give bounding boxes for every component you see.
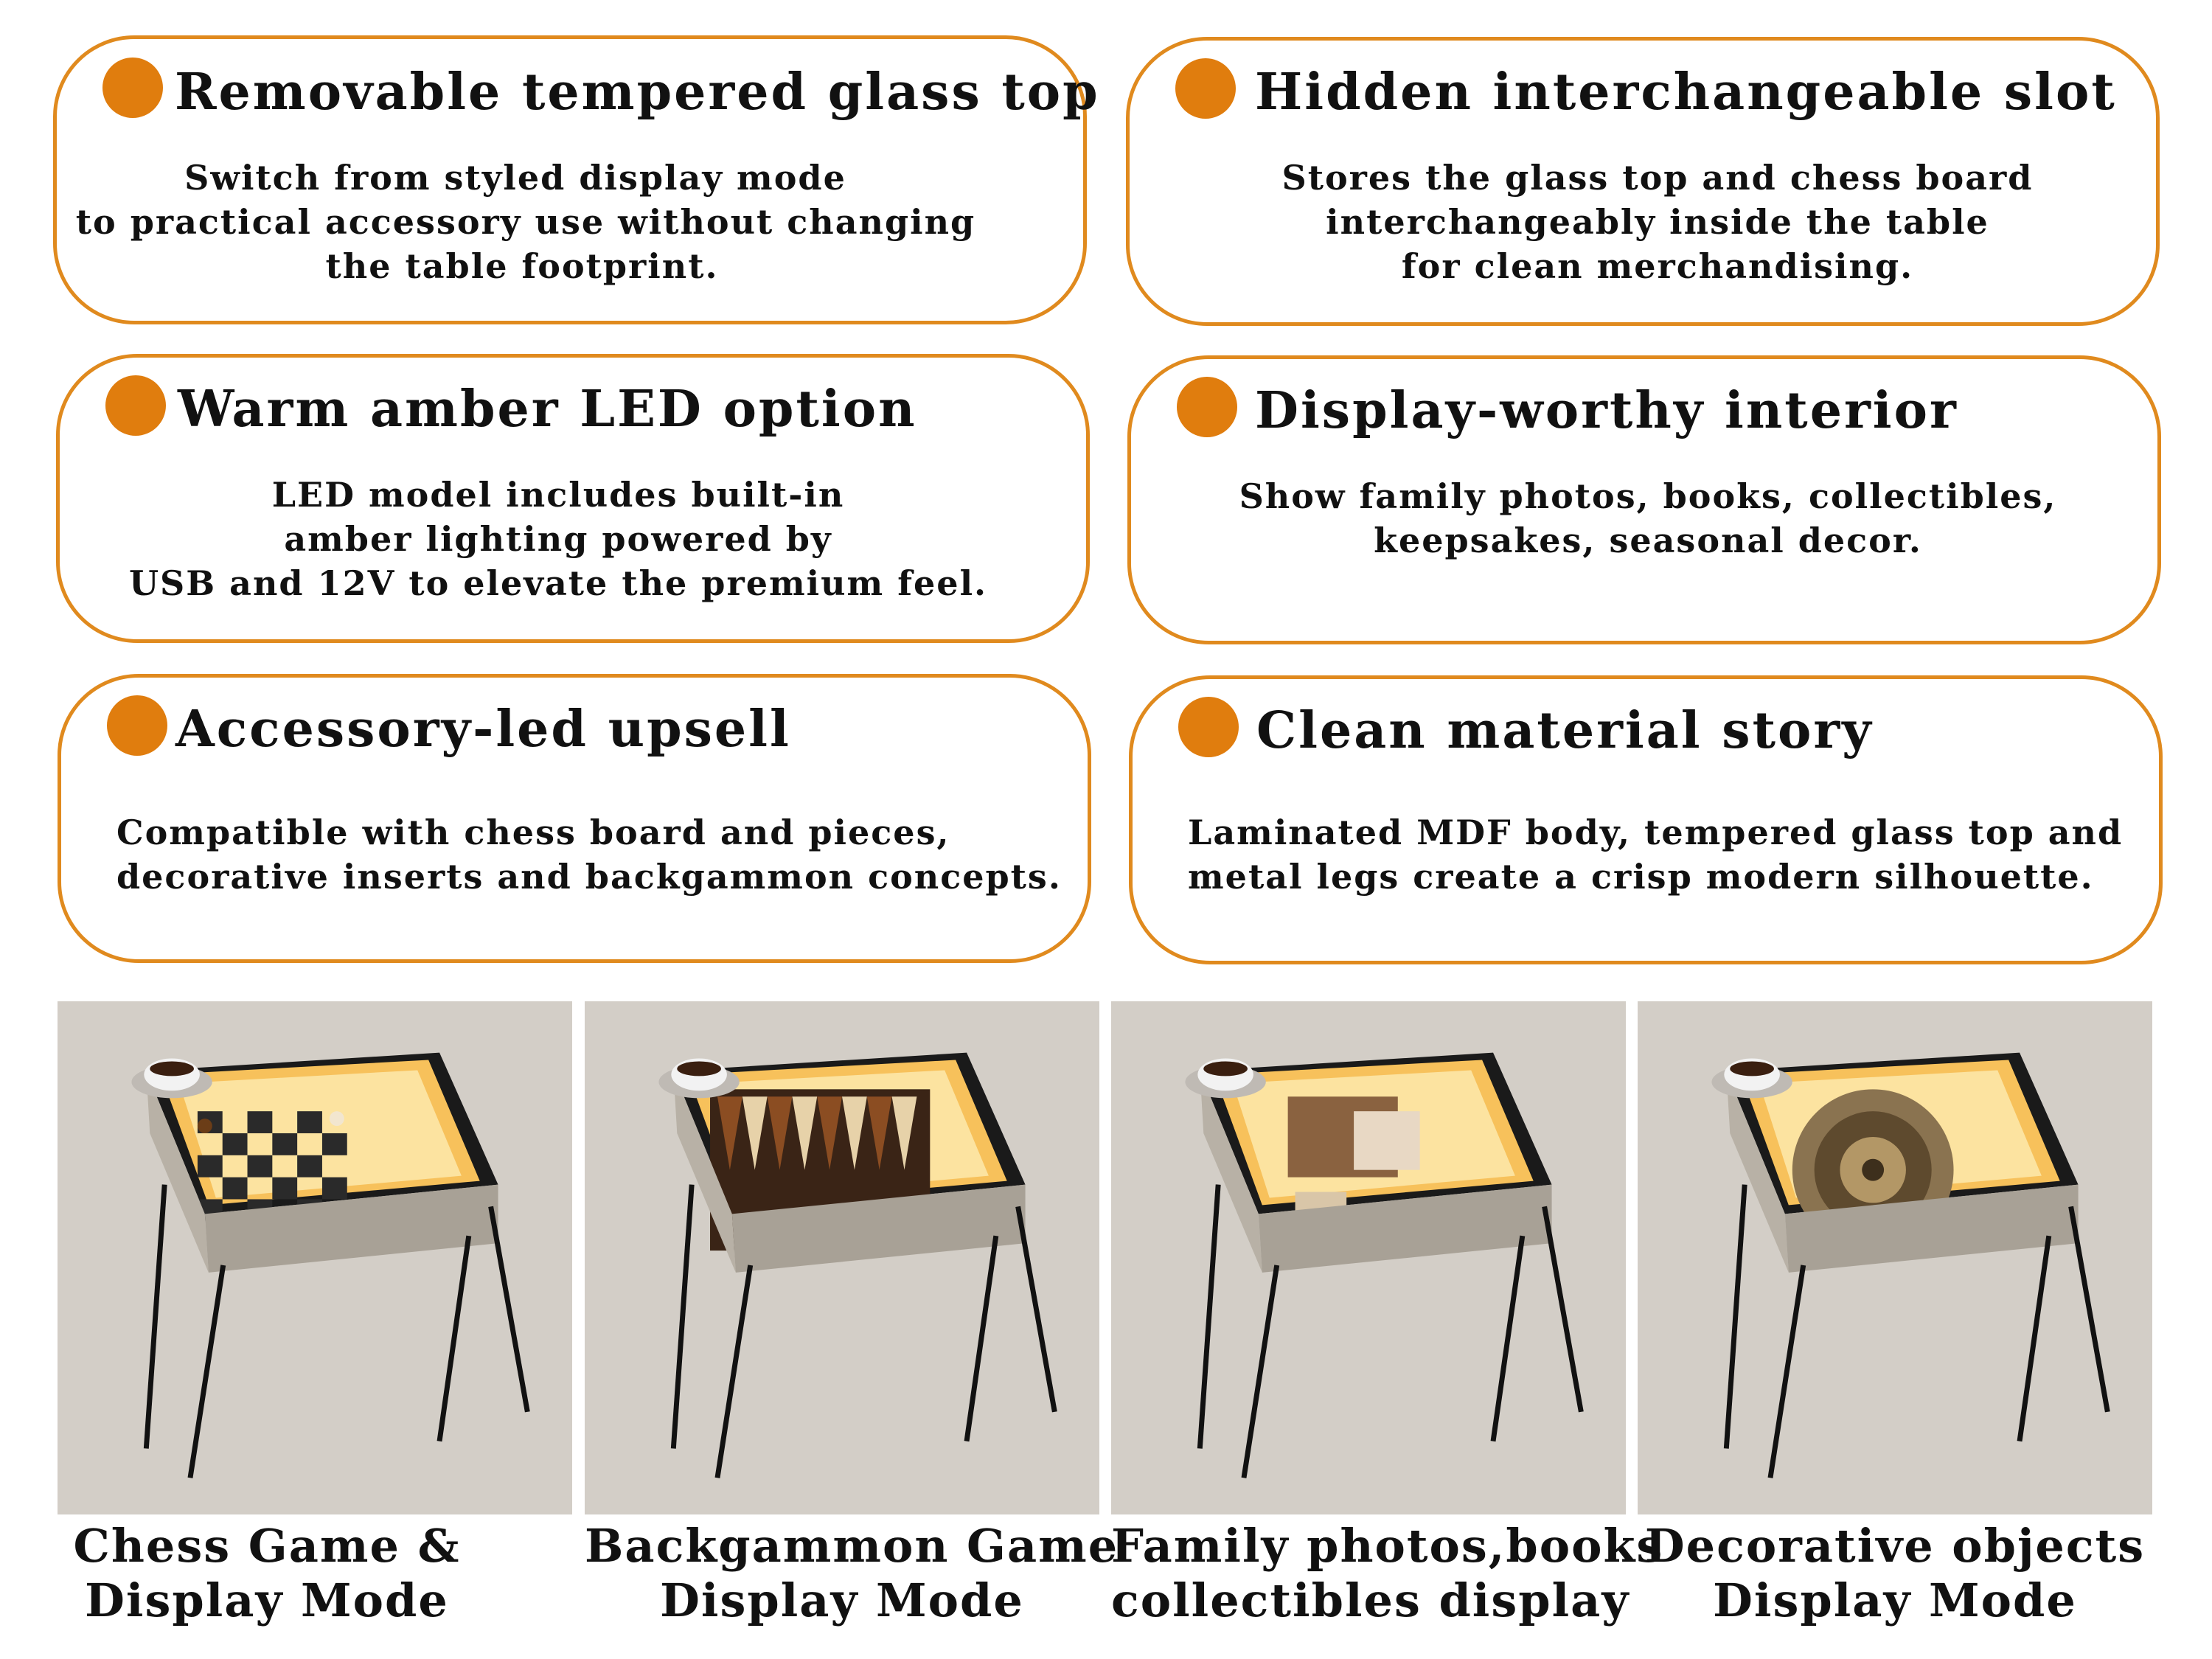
orange-bullet-icon: [107, 695, 167, 756]
feature-title: Clean material story: [1256, 701, 1874, 760]
mode-caption-line: Decorative objects: [1644, 1519, 2146, 1573]
feature-description-line: decorative inserts and backgammon concep…: [116, 857, 1062, 897]
feature-title: Accessory-led upsell: [175, 700, 791, 759]
feature-title: Removable tempered glass top: [175, 63, 1100, 122]
feature-description: Stores the glass top and chess board int…: [1130, 156, 2156, 288]
product-photo-chess: [58, 1001, 572, 1514]
feature-description-line: amber lighting powered by: [284, 519, 832, 559]
orange-bullet-icon: [1177, 377, 1237, 437]
feature-description-line: Show family photos, books, collectibles,: [1239, 476, 2057, 516]
feature-description-line: Compatible with chess board and pieces,: [116, 813, 950, 852]
feature-card-material: Clean material story Laminated MDF body,…: [1129, 675, 2163, 964]
mode-caption-line: collectibles display: [1111, 1573, 1630, 1627]
orange-bullet-icon: [105, 375, 166, 436]
mode-caption: Chess Game & Display Mode: [58, 1519, 572, 1628]
mode-caption-line: Chess Game &: [73, 1519, 461, 1573]
product-photo-backgammon: [585, 1001, 1099, 1514]
feature-description: Laminated MDF body, tempered glass top a…: [1188, 810, 2123, 899]
product-photo-decor: [1638, 1001, 2152, 1514]
feature-description-line: metal legs create a crisp modern silhoue…: [1188, 857, 2094, 897]
feature-card-glass-top: Removable tempered glass top Switch from…: [53, 35, 1098, 324]
mode-caption-line: Display Mode: [660, 1573, 1024, 1627]
feature-description-line: Laminated MDF body, tempered glass top a…: [1188, 813, 2124, 852]
feature-description: Switch from styled display mode to pract…: [57, 156, 1083, 288]
mode-caption: Family photos,books collectibles display: [1111, 1519, 1664, 1628]
mode-caption-line: Backgammon Game: [585, 1519, 1119, 1573]
feature-description: Compatible with chess board and pieces, …: [116, 810, 1062, 899]
feature-description-line: the table footprint.: [325, 246, 719, 286]
product-photo-family-photos: [1111, 1001, 1626, 1514]
feature-card-led: Warm amber LED option LED model includes…: [56, 354, 1090, 643]
feature-description-line: Switch from styled display mode: [184, 158, 846, 198]
orange-bullet-icon: [1175, 58, 1236, 119]
mode-caption: Backgammon Game Display Mode: [585, 1519, 1119, 1628]
mode-caption: Decorative objects Display Mode: [1638, 1519, 2152, 1628]
feature-description: Show family photos, books, collectibles,…: [1131, 474, 2157, 563]
feature-description-line: interchangeably inside the table: [1326, 202, 1989, 242]
feature-description-line: Stores the glass top and chess board: [1281, 158, 2034, 198]
feature-card-interior: Display-worthy interior Show family phot…: [1127, 355, 2161, 644]
table-illustration: [131, 1052, 530, 1478]
mode-caption-line: Display Mode: [85, 1573, 449, 1627]
table-illustration: [1711, 1052, 2110, 1478]
feature-description-line: to practical accessory use without chang…: [75, 202, 976, 242]
feature-description-line: keepsakes, seasonal decor.: [1374, 521, 1922, 560]
feature-title: Display-worthy interior: [1255, 381, 1958, 440]
mode-caption-line: Display Mode: [1713, 1573, 2077, 1627]
feature-title: Hidden interchangeable slot: [1255, 63, 2117, 122]
feature-card-upsell: Accessory-led upsell Compatible with che…: [58, 674, 1091, 963]
table-illustration: [658, 1052, 1057, 1478]
feature-card-hidden-slot: Hidden interchangeable slot Stores the g…: [1126, 37, 2160, 326]
feature-description-line: LED model includes built-in: [271, 475, 845, 515]
feature-title: Warm amber LED option: [178, 380, 917, 439]
orange-bullet-icon: [1178, 697, 1239, 757]
orange-bullet-icon: [102, 58, 163, 118]
feature-description-line: USB and 12V to elevate the premium feel.: [128, 563, 988, 603]
mode-caption-line: Family photos,books: [1111, 1519, 1664, 1573]
feature-description: LED model includes built-in amber lighti…: [60, 473, 1086, 605]
table-illustration: [1185, 1052, 1584, 1478]
feature-description-line: for clean merchandising.: [1401, 246, 1914, 286]
